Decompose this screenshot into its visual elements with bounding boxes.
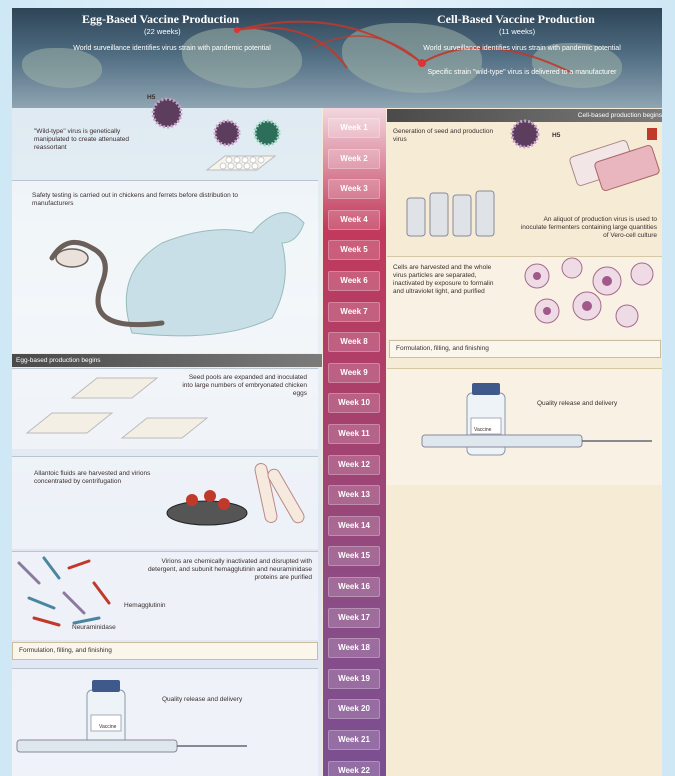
week-label: Week 11 [328,424,380,444]
vero-cells-icon [507,256,657,336]
cell-vial-label: Vaccine [474,426,491,434]
week-label: Week 10 [328,393,380,413]
week-label: Week 5 [328,240,380,260]
egg-begins-band: Egg-based production begins [12,354,322,367]
egg-step-virions: Virions are chemically inactivated and d… [132,558,312,582]
protein-fragments-icon [14,553,124,633]
week-label: Week 21 [328,730,380,750]
fermenters-icon [402,183,502,243]
week-label: Week 13 [328,485,380,505]
week-label: Week 14 [328,516,380,536]
egg-weeks: (22 weeks) [144,27,181,36]
egg-surveillance: World surveillance identifies virus stra… [72,44,272,53]
egg-vial-label: Vaccine [99,723,116,731]
h5-left-label: H5 [147,94,155,102]
egg-formulation-bar: Formulation, filling, and finishing [12,642,318,660]
week-label: Week 16 [328,577,380,597]
chicken-ferret-illustration [42,203,312,343]
cell-title: Cell-Based Vaccine Production [437,12,595,27]
week-label: Week 22 [328,761,380,776]
figure-frame: Egg-Based Vaccine Production (22 weeks) … [12,8,662,776]
week-label: Week 15 [328,546,380,566]
egg-step-allantoic: Allantoic fluids are harvested and virio… [34,470,164,486]
week-label: Week 4 [328,210,380,230]
neuraminidase-label: Neuraminidase [72,624,116,632]
cell-vaccine-syringe [417,383,657,473]
egg-trays-icon [17,373,217,443]
egg-step-wild-type: "Wild-type" virus is genetically manipul… [34,128,154,152]
cell-formulation-bar: Formulation, filling, and finishing [389,340,661,358]
centrifuge-tubes-icon [152,458,312,538]
week-label: Week 17 [328,608,380,628]
cell-step-harvest: Cells are harvested and the whole virus … [393,264,503,296]
virus-icon [153,99,181,127]
week-label: Week 18 [328,638,380,658]
week-label: Week 6 [328,271,380,291]
week-label: Week 20 [328,699,380,719]
week-label: Week 9 [328,363,380,383]
virus-icon [215,121,239,145]
egg-vaccine-syringe [12,680,252,770]
virus-illustrations [122,88,432,178]
hemagglutinin-label: Hemagglutinin [124,602,166,610]
egg-title: Egg-Based Vaccine Production [82,12,239,27]
cell-step-seed: Generation of seed and production virus [393,128,503,144]
week-label: Week 8 [328,332,380,352]
week-label: Week 3 [328,179,380,199]
cell-delivered: Specific strain "wild-type" virus is del… [397,68,647,77]
week-label: Week 7 [328,302,380,322]
cell-surveillance: World surveillance identifies virus stra… [422,44,622,53]
week-label: Week 12 [328,455,380,475]
egg-tray-icon [207,150,277,180]
virus-icon [255,121,279,145]
culture-flasks-icon [552,123,662,193]
virus-icon [507,116,547,156]
week-label: Week 19 [328,669,380,689]
cell-step-aliquot: An aliquot of production virus is used t… [517,216,657,240]
cell-weeks: (11 weeks) [499,27,535,36]
